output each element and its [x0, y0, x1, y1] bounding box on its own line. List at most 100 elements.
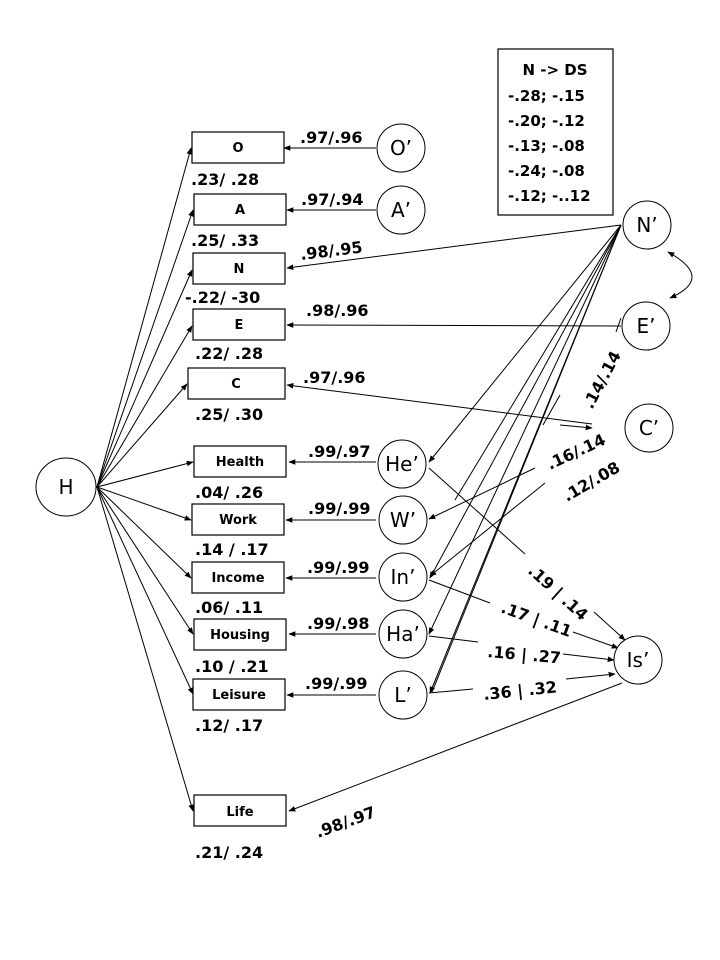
edge-l-is — [428, 688, 474, 694]
box-n: N — [192, 252, 286, 285]
legend-row: -.13; -.08 — [508, 137, 585, 155]
box-o-label: O — [232, 141, 243, 156]
box-a-label: A — [235, 203, 245, 218]
loading-c: .25/ .30 — [195, 405, 263, 424]
node-c-prime: C’ — [624, 403, 674, 453]
edge-n-prime-ha — [428, 224, 622, 635]
node-ha-prime-label: Ha’ — [386, 622, 420, 646]
node-in-prime: In’ — [378, 552, 428, 602]
is-prime-edges — [428, 467, 626, 694]
edge-c-prime-c — [286, 383, 593, 425]
legend-row: -.12; -..12 — [508, 187, 591, 205]
box-e-label: E — [235, 318, 244, 333]
edge-n-prime-n — [286, 224, 622, 270]
node-l-prime-label: L’ — [394, 683, 412, 707]
latent-edges — [283, 145, 623, 812]
box-income-label: Income — [211, 571, 264, 586]
node-o-prime-label: O’ — [390, 136, 412, 160]
coef-l-is: .36 | .32 — [482, 677, 557, 705]
edge-n-prime-w — [454, 224, 622, 501]
loading-a: .25/ .33 — [191, 231, 259, 250]
edge-n-prime-in — [429, 224, 622, 579]
edge-in-is-arrow — [572, 631, 619, 649]
loading-n: -.22/ -30 — [185, 288, 260, 307]
legend-title: N -> DS — [522, 61, 587, 79]
coef-leisure: .99/.99 — [305, 674, 368, 693]
box-e: E — [192, 308, 286, 341]
node-a-prime-label: A’ — [391, 198, 411, 222]
edge-ha-is-arrow — [562, 653, 615, 663]
node-in-prime-label: In’ — [391, 565, 416, 589]
edge-h-a — [96, 209, 194, 488]
edge-h-e — [96, 325, 193, 488]
box-n-label: N — [234, 262, 245, 277]
node-o-prime: O’ — [376, 123, 426, 173]
node-e-prime: E’ — [621, 301, 671, 351]
coef-housing: .99/.98 — [307, 614, 370, 633]
h-loadings-edges — [96, 147, 194, 812]
edge-e-prime-e — [286, 322, 622, 328]
legend-box: N -> DS -.28; -.15 -.20; -.12 -.13; -.08… — [497, 48, 614, 216]
coef-work: .99/.99 — [308, 499, 371, 518]
node-w-prime-label: W’ — [390, 508, 416, 532]
node-h-label: H — [58, 475, 73, 499]
coef-ha-is: .16 | .27 — [487, 642, 562, 668]
edge-h-leisure — [96, 486, 194, 695]
edge-c-prime-arrow — [559, 424, 593, 431]
legend-row: -.20; -.12 — [508, 112, 585, 130]
extra-coef-labels: .14/.14 .16/.14 .12/.08 .19 | .14 .17 | … — [482, 348, 624, 705]
edge-h-c — [96, 383, 188, 488]
box-housing-label: Housing — [210, 628, 270, 643]
loading-e: .22/ .28 — [195, 344, 263, 363]
edge-in-is — [428, 579, 491, 604]
n-prime-fan-edges — [428, 224, 622, 694]
loading-income: .06/ .11 — [195, 598, 263, 617]
node-a-prime: A’ — [376, 185, 426, 235]
coef-c-prime-fan: .14/.14 — [579, 348, 625, 412]
node-l-prime: L’ — [378, 670, 428, 720]
legend-row: -.24; -.08 — [508, 162, 585, 180]
box-a: A — [193, 193, 287, 226]
box-life: Life — [193, 794, 287, 827]
edge-h-life — [96, 486, 194, 812]
node-n-prime: N’ — [622, 200, 672, 250]
coef-n: .98/.95 — [299, 237, 363, 263]
node-is-prime: Is’ — [613, 635, 663, 685]
edge-ha-is — [428, 635, 479, 643]
box-work: Work — [191, 503, 285, 536]
loading-housing: .10 / .21 — [195, 657, 269, 676]
legend-row: -.28; -.15 — [508, 87, 585, 105]
path-coef-labels: .97/.96 .97/.94 .98/.95 .98/.96 .97/.96 … — [299, 128, 378, 842]
edge-h-housing — [96, 486, 194, 635]
coef-c: .97/.96 — [303, 368, 366, 387]
node-e-prime-label: E’ — [637, 314, 656, 338]
box-income: Income — [191, 561, 285, 594]
loading-work: .14 / .17 — [195, 540, 269, 559]
edge-h-health — [96, 460, 194, 488]
edge-o-a-in — [429, 482, 546, 577]
edge-e-prime-w — [428, 467, 536, 520]
coef-income: .99/.99 — [307, 558, 370, 577]
box-health: Health — [193, 445, 287, 478]
h-loading-labels: .23/ .28 .25/ .33 -.22/ -30 .22/ .28 .25… — [185, 170, 269, 862]
edge-e-prime-tick — [615, 317, 622, 333]
coef-a: .97/.94 — [301, 190, 364, 209]
edge-he-is-arrow — [593, 611, 626, 641]
latent-nodes: O’ A’ N’ E’ C’ He’ W’ In’ Ha’ L’ Is’ — [376, 123, 674, 720]
box-health-label: Health — [216, 455, 264, 470]
edge-h-o — [96, 147, 193, 488]
edge-h-n — [96, 269, 193, 488]
box-housing: Housing — [193, 618, 287, 651]
correlation-n-e — [667, 251, 693, 299]
box-work-label: Work — [219, 513, 257, 528]
loading-leisure: .12/ .17 — [195, 716, 263, 735]
edge-he-is — [428, 467, 526, 555]
edge-n-prime-l2 — [431, 224, 622, 693]
loading-life: .21/ .24 — [195, 843, 263, 862]
node-n-prime-label: N’ — [636, 213, 657, 237]
coef-e: .98/.96 — [306, 301, 369, 320]
node-w-prime: W’ — [378, 495, 428, 545]
node-is-prime-label: Is’ — [627, 648, 650, 672]
node-he-prime-label: He’ — [385, 452, 419, 476]
